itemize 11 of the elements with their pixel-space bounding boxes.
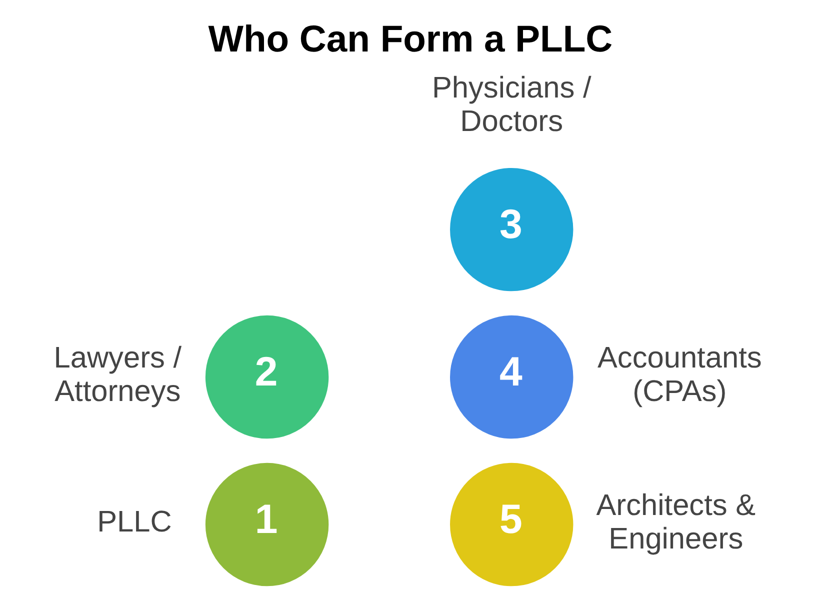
node-label: Architects & Engineers xyxy=(596,488,756,556)
node-label: Lawyers / Attorneys xyxy=(54,341,182,408)
node-circle: 1 xyxy=(205,462,329,586)
node-circle: 3 xyxy=(450,168,574,292)
diagram-title: Who Can Form a PLLC xyxy=(208,17,613,60)
node-circle: 5 xyxy=(450,462,574,586)
node-label: Accountants (CPAs) xyxy=(597,341,762,408)
node-circle: 4 xyxy=(450,315,574,439)
node-circle: 2 xyxy=(205,315,329,439)
node-label: Physicians / Doctors xyxy=(432,72,592,138)
node-label: PLLC xyxy=(97,506,172,539)
